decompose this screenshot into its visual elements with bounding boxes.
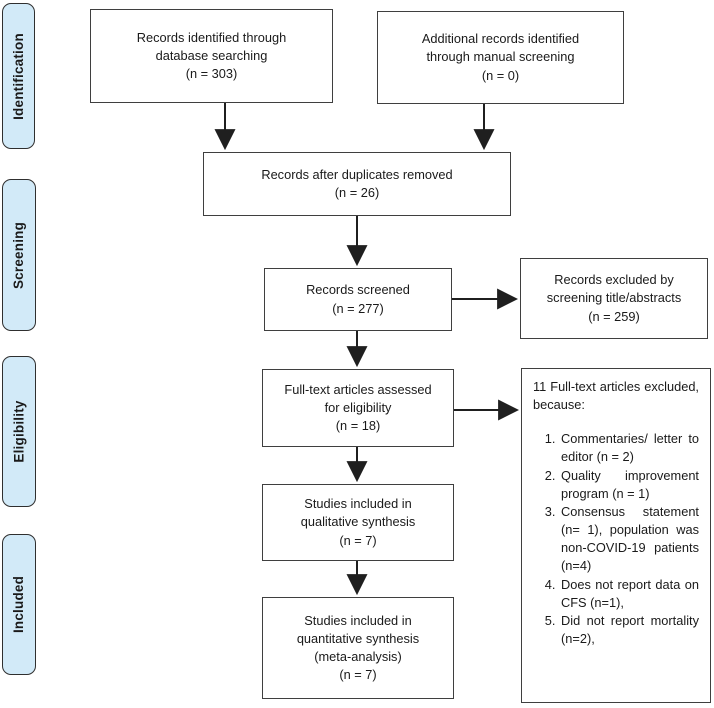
box-quantitative-synthesis: Studies included in quantitative synthes… — [262, 597, 454, 699]
stage-label-text: Included — [11, 575, 27, 634]
excluded-reasons-title: 11 Full-text articles excluded, because: — [533, 379, 699, 413]
excluded-reason-item: Did not report mortality (n=2), — [559, 612, 699, 648]
box-fulltext-excluded-reasons: 11 Full-text articles excluded, because:… — [521, 368, 711, 703]
box-records-identified-database: Records identified through database sear… — [90, 9, 333, 103]
box-text: Studies included in quantitative synthes… — [296, 612, 420, 683]
box-additional-records-manual: Additional records identified through ma… — [377, 11, 624, 104]
stage-label-text: Eligibility — [11, 400, 27, 463]
box-records-screened: Records screened (n = 277) — [264, 268, 452, 331]
box-records-excluded-screening: Records excluded by screening title/abst… — [520, 258, 708, 339]
stage-label-eligibility: Eligibility — [2, 356, 36, 507]
excluded-reason-item: Consensus statement (n= 1), population w… — [559, 503, 699, 576]
excluded-reason-item: Commentaries/ letter to editor (n = 2) — [559, 430, 699, 466]
stage-label-text: Screening — [11, 221, 27, 289]
excluded-reasons-content: 11 Full-text articles excluded, because:… — [533, 378, 699, 648]
box-text: Additional records identified through ma… — [421, 31, 580, 83]
stage-label-included: Included — [2, 534, 36, 675]
box-text: Records after duplicates removed (n = 26… — [261, 166, 453, 200]
box-text: Records identified through database sear… — [136, 29, 287, 82]
excluded-reason-item: Quality improvement program (n = 1) — [559, 467, 699, 503]
box-fulltext-assessed: Full-text articles assessed for eligibil… — [262, 369, 454, 447]
box-text: Studies included in qualitative synthesi… — [300, 496, 416, 548]
stage-label-text: Identification — [11, 32, 26, 120]
box-text: Records screened (n = 277) — [306, 282, 410, 316]
stage-label-identification: Identification — [2, 3, 35, 149]
excluded-reason-item: Does not report data on CFS (n=1), — [559, 576, 699, 612]
excluded-reasons-list: Commentaries/ letter to editor (n = 2) Q… — [533, 430, 699, 648]
box-text: Records excluded by screening title/abst… — [546, 272, 682, 324]
box-qualitative-synthesis: Studies included in qualitative synthesi… — [262, 484, 454, 561]
box-records-after-duplicates: Records after duplicates removed (n = 26… — [203, 152, 511, 216]
stage-label-screening: Screening — [2, 179, 36, 331]
box-text: Full-text articles assessed for eligibil… — [284, 381, 432, 434]
